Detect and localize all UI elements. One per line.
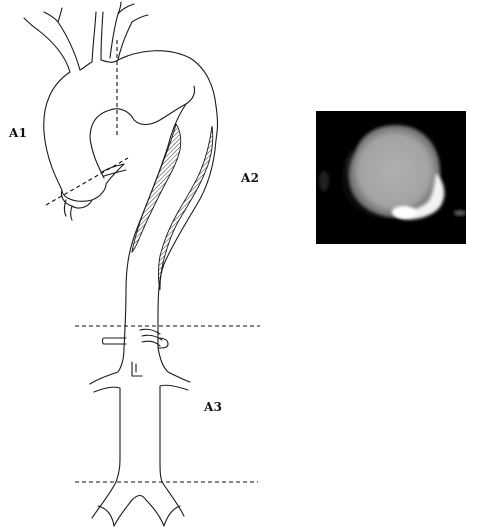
aortic-arch-inner (80, 62, 92, 70)
zone-label-a2: A2 (241, 171, 259, 185)
dissection-hatching (132, 124, 213, 290)
ct-scan (316, 111, 466, 244)
aortic-arch-outer (44, 72, 124, 201)
iliac-arteries (92, 482, 184, 526)
zone-boundaries (46, 40, 260, 482)
zone-label-a3: A3 (204, 400, 222, 414)
zone-label-a1: A1 (9, 126, 27, 140)
supra-aortic-branches (24, 2, 148, 72)
false-lumen-left (132, 124, 181, 252)
aortic-root (61, 190, 92, 208)
ct-cross-section-image (316, 111, 466, 244)
